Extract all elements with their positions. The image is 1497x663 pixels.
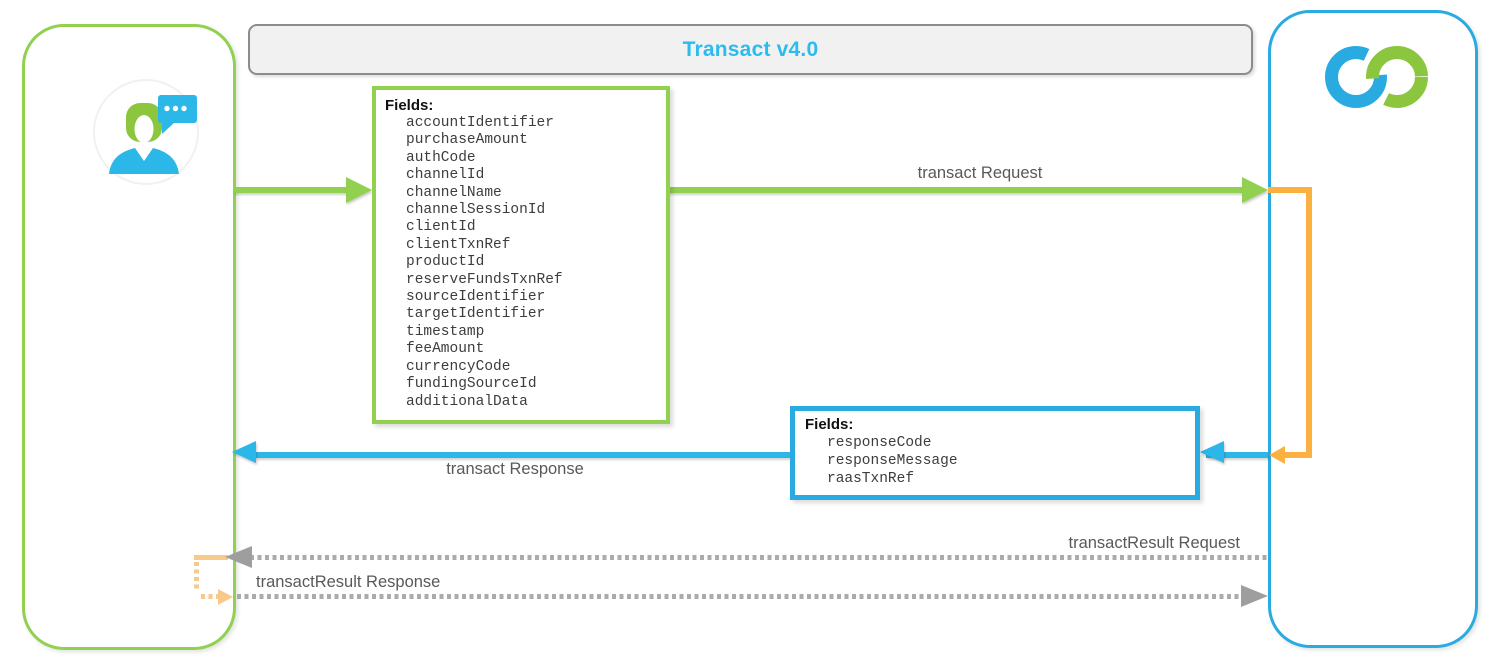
field-name: timestamp <box>406 323 485 340</box>
transact-request-arrowhead-into-fields <box>346 177 372 203</box>
transact-result-request-dashed-line <box>250 555 1268 560</box>
client-callback-connector-vertical <box>194 562 199 592</box>
field-name: channelSessionId <box>406 202 546 219</box>
request-fields-heading: Fields: <box>385 97 434 114</box>
customer-avatar-icon <box>93 79 199 185</box>
processing-connector-bottom <box>1284 452 1312 458</box>
customer-figure <box>109 103 179 174</box>
field-name: accountIdentifier <box>406 115 554 131</box>
transact-request-arrowhead-into-service <box>1242 177 1268 203</box>
transact-request-label: transact Request <box>917 164 1043 182</box>
transact-response-line-left <box>255 452 790 458</box>
transact-result-response-label: transactResult Response <box>256 573 441 591</box>
diagram-title: Transact v4.0 <box>682 37 819 61</box>
response-fields-heading: Fields: <box>805 416 854 433</box>
client-panel <box>22 24 236 650</box>
diagram-title-bar: Transact v4.0 <box>248 24 1253 75</box>
field-name: reserveFundsTxnRef <box>406 271 563 288</box>
logo-blue-ring <box>1325 46 1387 108</box>
field-name: responseCode <box>827 435 932 451</box>
field-name: clientId <box>406 219 476 236</box>
transact-response-arrowhead-into-client <box>232 441 256 463</box>
field-name: purchaseAmount <box>406 132 528 149</box>
processing-connector-arrowhead <box>1269 446 1285 464</box>
client-callback-connector-arrowhead <box>218 589 233 605</box>
field-name: additionalData <box>406 393 528 410</box>
field-name: productId <box>406 254 485 271</box>
field-name: channelName <box>406 184 502 201</box>
field-name: currencyCode <box>406 358 511 375</box>
transact-result-request-label: transactResult Request <box>1068 534 1240 552</box>
client-callback-connector-bottom <box>201 594 218 599</box>
transact-request-line-right <box>666 187 1242 193</box>
client-callback-connector-top <box>194 555 228 560</box>
field-name: feeAmount <box>406 341 485 358</box>
transact-response-arrowhead-into-fields <box>1200 441 1224 463</box>
field-name: authCode <box>406 149 476 166</box>
logo-green-ring <box>1366 46 1428 108</box>
service-panel <box>1268 10 1478 648</box>
field-name: sourceIdentifier <box>406 289 546 306</box>
processing-connector-top <box>1268 187 1312 193</box>
transact-response-label: transact Response <box>446 460 584 478</box>
field-name: raasTxnRef <box>827 471 915 488</box>
field-name: responseMessage <box>827 453 958 470</box>
field-name: channelId <box>406 167 485 184</box>
speech-bubble-icon <box>158 95 197 134</box>
interlocking-rings-logo-icon <box>1325 46 1428 108</box>
field-name: fundingSourceId <box>406 376 537 393</box>
transact-result-request-arrowhead <box>225 546 252 568</box>
transact-response-line-right <box>1206 452 1268 458</box>
transact-result-response-dashed-line <box>237 594 1241 599</box>
transact-request-line-left <box>234 187 346 193</box>
processing-connector-vertical <box>1306 187 1312 458</box>
field-name: clientTxnRef <box>406 236 511 253</box>
field-name: targetIdentifier <box>406 306 546 323</box>
transact-result-response-arrowhead <box>1241 585 1268 607</box>
